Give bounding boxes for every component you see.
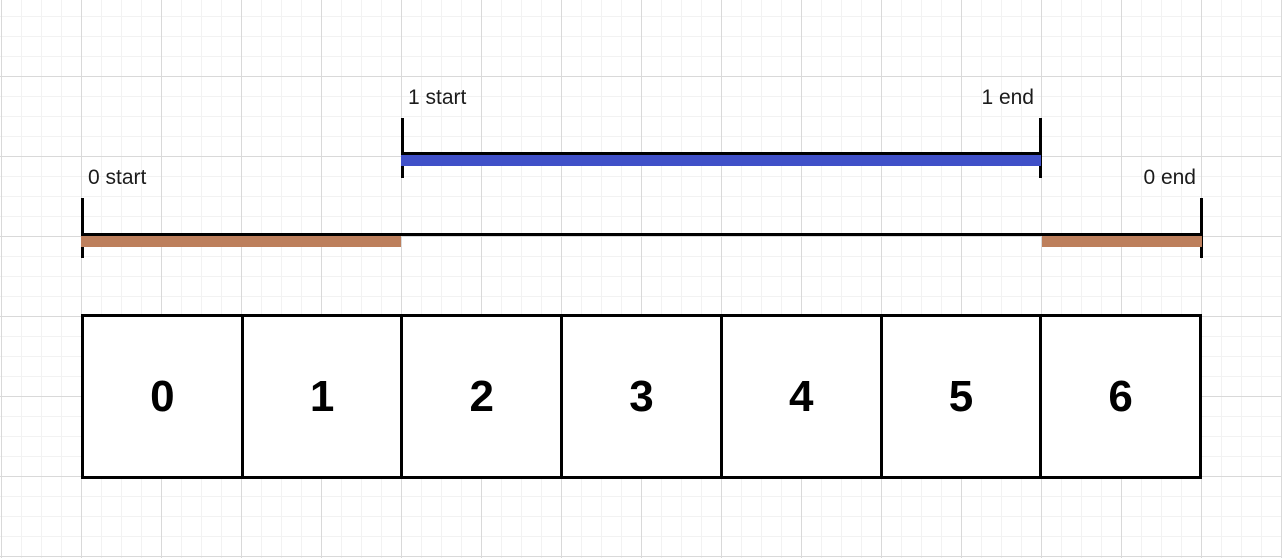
array-cell[interactable]: 1 [244,317,404,476]
interval-1-end-label: 1 end [981,86,1034,109]
interval-1-end-tick [1039,118,1042,178]
array-cell[interactable]: 2 [403,317,564,476]
interval-0-bar-segment-right [1042,236,1202,247]
interval-0-start-tick [81,198,84,258]
interval-1-bar-segment [401,155,1041,166]
array-cells: 0 1 2 3 4 5 6 [81,314,1202,479]
array-cell[interactable]: 6 [1108,371,1133,421]
interval-0-start-label: 0 start [88,166,147,189]
array-cell[interactable]: 4 [723,317,883,476]
interval-1-baseline [401,152,1042,155]
array-cell[interactable]: 0 [84,317,244,476]
interval-0-baseline [81,233,1203,236]
interval-1-start-label: 1 start [408,86,467,109]
interval-1-start-tick [401,118,404,178]
array-cell[interactable]: 3 [563,317,723,476]
array-cell[interactable]: 5 [883,317,1043,476]
interval-0-end-tick [1200,198,1203,258]
interval-0-end-label: 0 end [1143,166,1196,189]
interval-0-bar-segment-left [81,236,401,247]
